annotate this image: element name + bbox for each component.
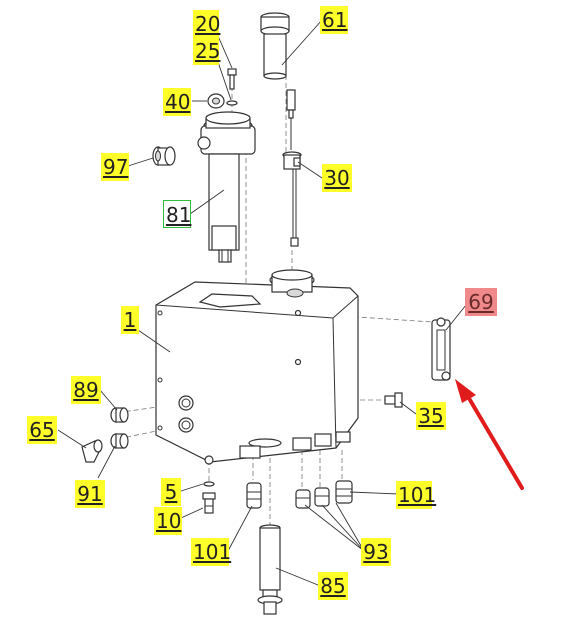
drain-seal-part[interactable] bbox=[203, 481, 215, 487]
label-part-30[interactable]: 30 bbox=[322, 164, 352, 192]
label-part-81[interactable]: 81 bbox=[163, 200, 191, 228]
washer-part[interactable] bbox=[226, 100, 238, 106]
return-filter-part[interactable] bbox=[197, 111, 256, 263]
label-part-20[interactable]: 20 bbox=[193, 10, 221, 38]
label-part-40[interactable]: 40 bbox=[163, 88, 191, 116]
fitting-bottom-b-part[interactable] bbox=[314, 487, 330, 507]
label-part-69[interactable]: 69 bbox=[465, 288, 497, 316]
dipstick-part[interactable] bbox=[282, 89, 302, 247]
leader-lines bbox=[57, 19, 471, 586]
label-part-61[interactable]: 61 bbox=[320, 6, 348, 34]
suction-strainer-part[interactable] bbox=[257, 524, 283, 615]
red-arrow-icon bbox=[455, 379, 524, 490]
breather-part[interactable] bbox=[260, 12, 290, 80]
elbow-part[interactable] bbox=[81, 439, 103, 463]
label-part-93[interactable]: 93 bbox=[361, 538, 391, 566]
bolt-part[interactable] bbox=[227, 68, 237, 90]
label-part-1[interactable]: 1 bbox=[121, 306, 139, 334]
label-part-25[interactable]: 25 bbox=[193, 37, 221, 65]
label-part-65[interactable]: 65 bbox=[27, 416, 57, 444]
fitting-part[interactable] bbox=[152, 146, 176, 166]
sight-glass-part[interactable] bbox=[431, 317, 451, 381]
fitting-bottom-left-part[interactable] bbox=[246, 482, 262, 509]
label-part-5[interactable]: 5 bbox=[161, 478, 181, 506]
axis-line-sightglass-top bbox=[297, 312, 433, 323]
fitting-bottom-right-part[interactable] bbox=[335, 480, 353, 504]
fitting-bottom-a-part[interactable] bbox=[295, 489, 311, 509]
label-part-97[interactable]: 97 bbox=[101, 153, 129, 181]
tank-body[interactable] bbox=[155, 269, 359, 465]
adapter-lower-part[interactable] bbox=[110, 433, 129, 449]
label-part-89[interactable]: 89 bbox=[71, 376, 101, 404]
label-part-85[interactable]: 85 bbox=[318, 572, 348, 600]
label-part-10[interactable]: 10 bbox=[154, 507, 182, 535]
nut-part[interactable] bbox=[207, 93, 225, 109]
plug-part[interactable] bbox=[384, 392, 403, 408]
label-part-35[interactable]: 35 bbox=[416, 402, 446, 430]
label-part-101-left[interactable]: 101 bbox=[191, 538, 232, 566]
label-part-91[interactable]: 91 bbox=[75, 480, 105, 508]
drain-plug-part[interactable] bbox=[202, 492, 216, 514]
adapter-upper-part[interactable] bbox=[110, 407, 129, 423]
label-part-101-right[interactable]: 101 bbox=[396, 481, 437, 509]
